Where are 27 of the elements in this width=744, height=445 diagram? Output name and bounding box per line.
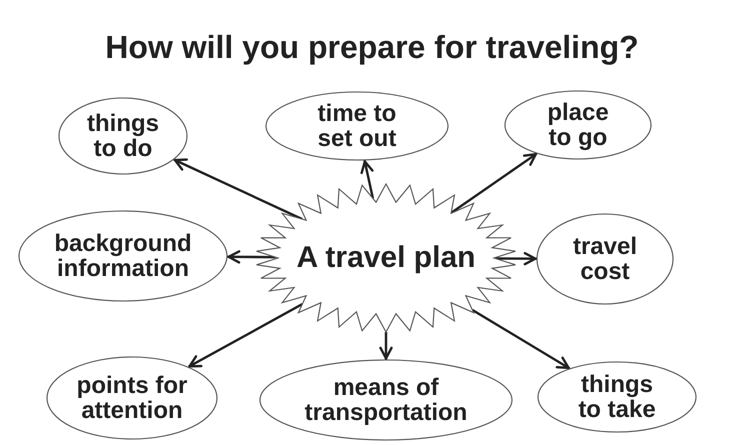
topic-ellipse xyxy=(58,97,188,175)
arrow xyxy=(496,252,536,266)
arrow xyxy=(379,332,393,360)
topic-label: background information xyxy=(53,230,193,282)
topic-ellipse xyxy=(504,90,652,160)
arrow xyxy=(360,160,374,199)
topic-ellipse xyxy=(259,359,513,441)
topic-label: means of transportation xyxy=(304,374,468,426)
topic-ellipse xyxy=(265,91,449,161)
topic-ellipse xyxy=(536,213,674,305)
topic-label: things to do xyxy=(86,110,160,162)
central-topic-label: A travel plan xyxy=(296,242,476,274)
arrow xyxy=(227,250,276,264)
topic-ellipse xyxy=(46,356,218,440)
topic-label: things to take xyxy=(577,372,657,422)
arrow xyxy=(472,308,570,370)
topic-label: travel cost xyxy=(572,234,638,284)
arrow xyxy=(188,303,303,368)
topic-ellipse xyxy=(18,210,228,302)
arrow xyxy=(173,158,303,220)
topic-label: place to go xyxy=(546,100,610,150)
topic-ellipse xyxy=(537,361,697,433)
central-topic-starburst xyxy=(254,182,518,334)
arrow xyxy=(450,152,538,214)
topic-label: points for attention xyxy=(76,372,188,424)
title: How will you prepare for traveling? xyxy=(105,30,639,66)
topic-label: time to set out xyxy=(316,100,398,152)
